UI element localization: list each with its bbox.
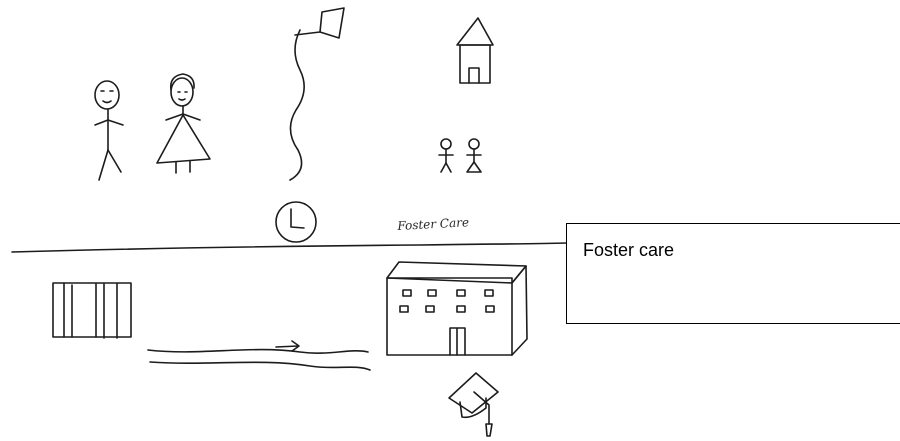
woman-figure: [157, 74, 210, 173]
barred-gate: [53, 283, 131, 338]
school-building: [387, 262, 527, 355]
man-figure: [95, 81, 123, 180]
clock-icon: [276, 202, 316, 242]
divider-line: [12, 243, 566, 252]
river-waves: [148, 341, 370, 370]
graduation-cap-icon: [449, 373, 498, 436]
kids-figures: [439, 139, 481, 172]
note-text: Foster care: [583, 240, 674, 261]
house: [457, 18, 493, 83]
note-box: Foster care: [566, 223, 900, 324]
balloon-with-string: [290, 8, 344, 180]
